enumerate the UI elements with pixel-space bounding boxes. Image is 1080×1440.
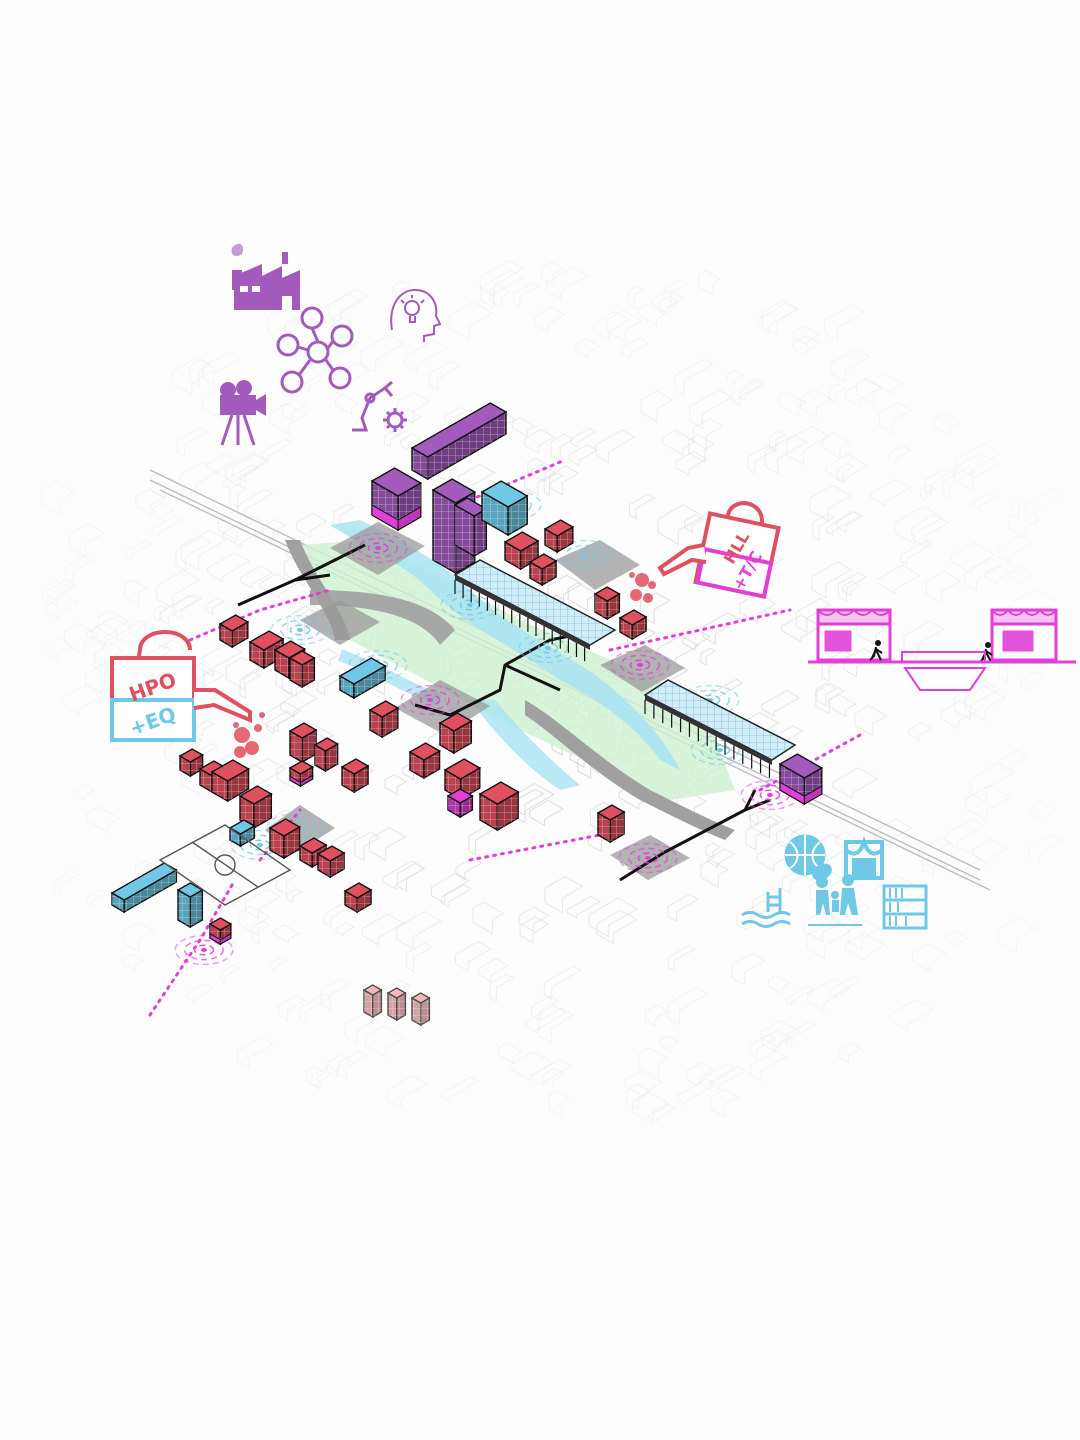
swimming-pool-icon: [741, 888, 791, 928]
ripple: [618, 842, 678, 874]
footbridge-icon: [808, 651, 1076, 691]
housing-block: [208, 917, 233, 946]
bookshelf-icon: [882, 884, 928, 930]
storefront-icon: [990, 608, 1058, 662]
housing-block: [368, 700, 400, 739]
housing-block: [478, 781, 520, 832]
housing-block: [438, 712, 473, 755]
pedestrian-icon: [869, 640, 883, 661]
housing-block-faded: [362, 984, 383, 1019]
network-icon: [276, 306, 354, 394]
industry-icons: [220, 243, 442, 446]
housing-block: [288, 722, 318, 764]
canopy-structures: [453, 559, 797, 778]
housing-block: [343, 882, 373, 914]
lightbulb-head-icon: [390, 288, 442, 342]
ripple: [270, 614, 330, 646]
ripple: [174, 934, 234, 966]
film-camera-icon: [220, 380, 266, 446]
water-splash-left: [233, 712, 265, 758]
community-icons: [741, 834, 928, 930]
stage-icon: [844, 835, 884, 880]
magenta-block: [446, 788, 474, 819]
housing-block: [288, 650, 316, 689]
community-block-north: [480, 480, 529, 537]
housing-block: [408, 742, 441, 780]
housing-block: [596, 804, 626, 844]
industry-block-south: [778, 753, 824, 806]
street-section-icons: [808, 608, 1076, 691]
storefront-icon: [816, 608, 892, 662]
housing-block: [593, 586, 621, 621]
housing-block-faded: [410, 992, 431, 1027]
industry-block: [370, 467, 423, 532]
housing-block: [210, 759, 250, 803]
housing-block: [543, 519, 575, 554]
robot-arm-gear-icon: [352, 380, 407, 432]
leaf-icon: [231, 243, 244, 256]
housing-block: [528, 553, 558, 587]
ripple: [610, 649, 670, 681]
watering-can-left: HPO +EQ: [110, 629, 265, 758]
community-block-west: [228, 819, 256, 848]
community-block-mid: [338, 657, 387, 700]
housing-block: [503, 531, 540, 571]
housing-block: [618, 609, 648, 641]
football-pitch: [158, 824, 292, 906]
housing-block: [316, 845, 346, 879]
school-block: [110, 862, 178, 914]
ripple: [555, 539, 615, 571]
housing-block: [238, 785, 273, 830]
ripple: [348, 532, 408, 564]
housing-block: [313, 737, 340, 773]
housing-block-faded: [386, 987, 407, 1022]
watering-can-right: HLL +T/C: [629, 501, 781, 603]
water-splash-right: [629, 572, 656, 603]
ripple: [400, 684, 460, 716]
housing-block: [268, 818, 301, 860]
factory-icon: [232, 252, 300, 310]
housing-block: [248, 630, 285, 670]
housing-block: [218, 614, 250, 649]
school-tower: [176, 882, 204, 929]
pedestrian-path: [237, 543, 771, 882]
family-icon: [808, 874, 862, 926]
buildings: [110, 402, 824, 1027]
housing-block: [288, 760, 315, 788]
canopy-north: [453, 559, 617, 662]
canopy-south: [643, 679, 797, 778]
housing-block: [340, 758, 370, 794]
industry-slab-top: [410, 402, 508, 481]
